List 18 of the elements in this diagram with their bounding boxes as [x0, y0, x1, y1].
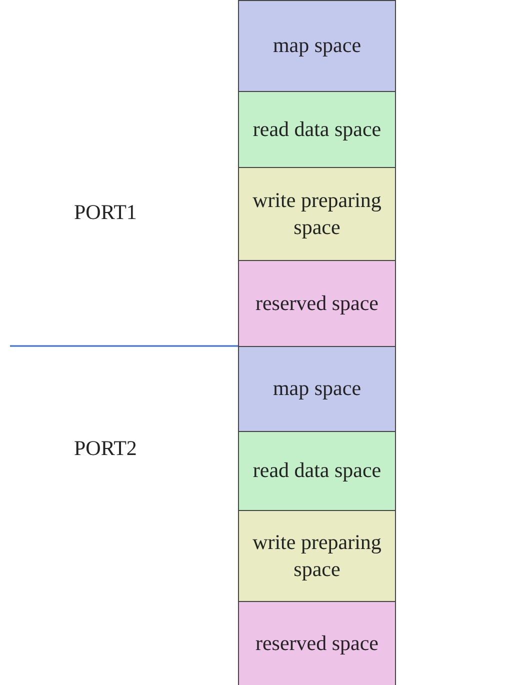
- memory-block: [238, 260, 396, 347]
- block-label: read data space: [252, 116, 382, 143]
- memory-block: [238, 601, 396, 685]
- port-label: PORT2: [74, 436, 137, 461]
- memory-block: [238, 167, 396, 261]
- memory-block: [238, 346, 396, 432]
- memory-block: [238, 91, 396, 168]
- block-label: write preparing space: [252, 528, 382, 583]
- block-label: map space: [272, 375, 362, 402]
- port-label: PORT1: [74, 200, 137, 225]
- block-label: write preparing space: [252, 186, 382, 241]
- memory-block: [238, 431, 396, 511]
- block-label: reserved space: [254, 290, 380, 317]
- memory-block: [238, 510, 396, 602]
- memory-block: [238, 0, 396, 92]
- block-label: read data space: [252, 457, 382, 484]
- block-label: map space: [272, 32, 362, 60]
- block-label: reserved space: [254, 630, 380, 657]
